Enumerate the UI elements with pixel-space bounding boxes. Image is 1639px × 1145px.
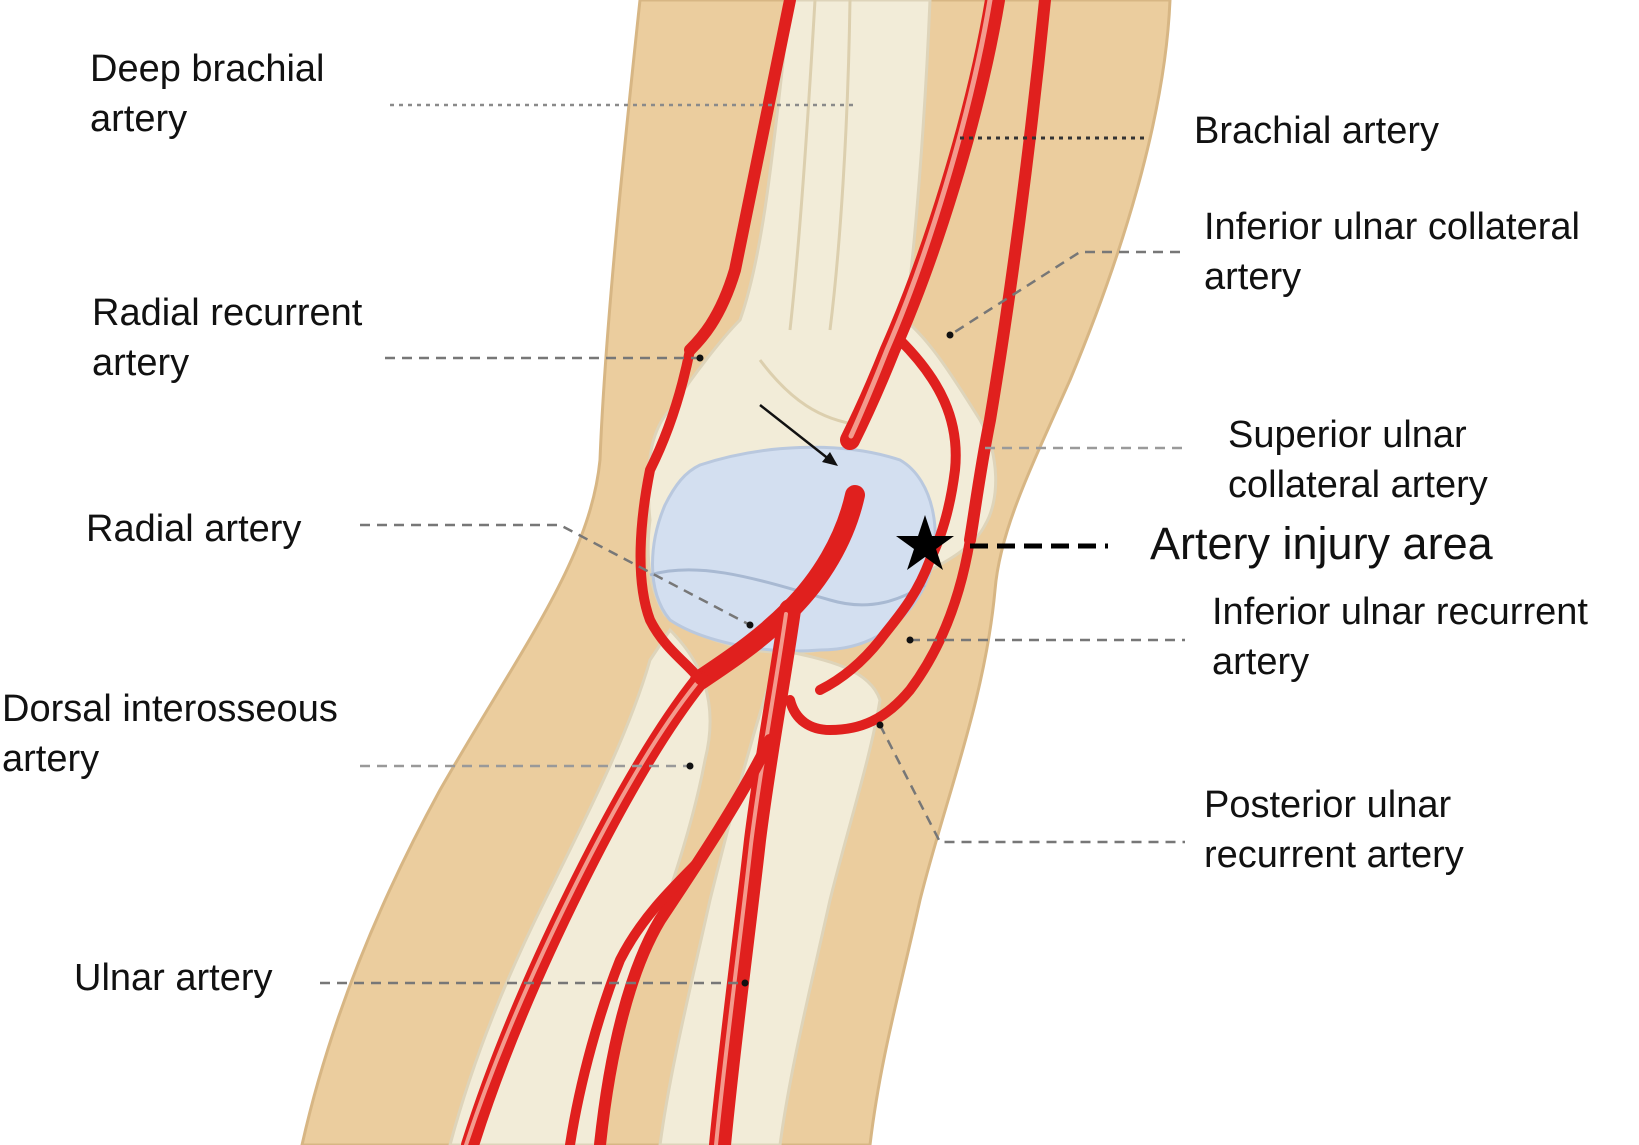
leader-radial	[360, 523, 751, 627]
medial-arm-vessel	[964, 0, 1051, 546]
label-line: Deep brachial	[90, 48, 325, 90]
leader-dots	[686, 331, 954, 987]
label-line: Brachial artery	[1194, 110, 1439, 152]
label-line: Dorsal interosseous	[2, 688, 338, 730]
label-line: Radial recurrent	[92, 292, 363, 334]
radial-artery-highlight	[464, 682, 698, 1145]
label-line: artery	[1212, 641, 1310, 683]
label-line: Inferior ulnar recurrent	[1212, 591, 1588, 633]
inferior-ulnar-collateral-artery	[895, 335, 961, 565]
arrow-icon	[759, 404, 838, 466]
label-line: artery	[92, 342, 190, 384]
label-line: artery	[2, 738, 100, 780]
ulnar-artery-highlight	[714, 612, 788, 1145]
label-dorsal-interosseous-artery: Dorsal interosseous artery	[2, 684, 338, 784]
ulnar-artery	[709, 599, 801, 1145]
label-ulnar-artery: Ulnar artery	[74, 953, 273, 1003]
label-line: artery	[1204, 256, 1302, 298]
label-artery-injury-area: Artery injury area	[1150, 518, 1493, 570]
deep-brachial-artery	[684, 0, 796, 356]
artery-network	[461, 0, 1051, 1145]
star-icon	[896, 515, 954, 570]
label-line: Superior ulnar	[1228, 414, 1467, 456]
label-posterior-ulnar-recurrent-artery: Posterior ulnar recurrent artery	[1204, 780, 1464, 880]
leader-lines	[320, 103, 1185, 985]
label-line: recurrent artery	[1204, 834, 1464, 876]
interosseous-branch-2	[565, 855, 705, 1145]
dorsal-interosseous-artery	[594, 734, 776, 1145]
label-inferior-ulnar-collateral-artery: Inferior ulnar collateral artery	[1204, 202, 1580, 302]
label-inferior-ulnar-recurrent-artery: Inferior ulnar recurrent artery	[1212, 587, 1588, 687]
label-line: Inferior ulnar collateral	[1204, 206, 1580, 248]
leader-posterior-ulnar-recurrent	[878, 724, 1185, 844]
label-radial-artery: Radial artery	[86, 504, 301, 554]
label-line: Posterior ulnar	[1204, 784, 1452, 826]
posterior-ulnar-recurrent-artery	[785, 535, 975, 735]
label-brachial-artery: Brachial artery	[1194, 106, 1439, 156]
radial-recurrent-artery	[635, 345, 705, 685]
label-superior-ulnar-collateral-artery: Superior ulnar collateral artery	[1228, 410, 1488, 510]
brachial-artery-highlight	[848, 0, 993, 439]
label-radial-recurrent-artery: Radial recurrent artery	[92, 288, 362, 388]
label-line: artery	[90, 98, 188, 140]
label-line: Ulnar artery	[74, 957, 273, 999]
label-line: collateral artery	[1228, 464, 1488, 506]
label-line: Artery injury area	[1150, 518, 1493, 569]
inferior-ulnar-recurrent-artery	[815, 555, 935, 695]
ulna	[658, 648, 882, 1145]
label-deep-brachial-artery: Deep brachial artery	[90, 44, 324, 144]
joint-line	[649, 568, 926, 607]
label-line: Radial artery	[86, 508, 302, 550]
humerus-contour	[758, 0, 861, 427]
